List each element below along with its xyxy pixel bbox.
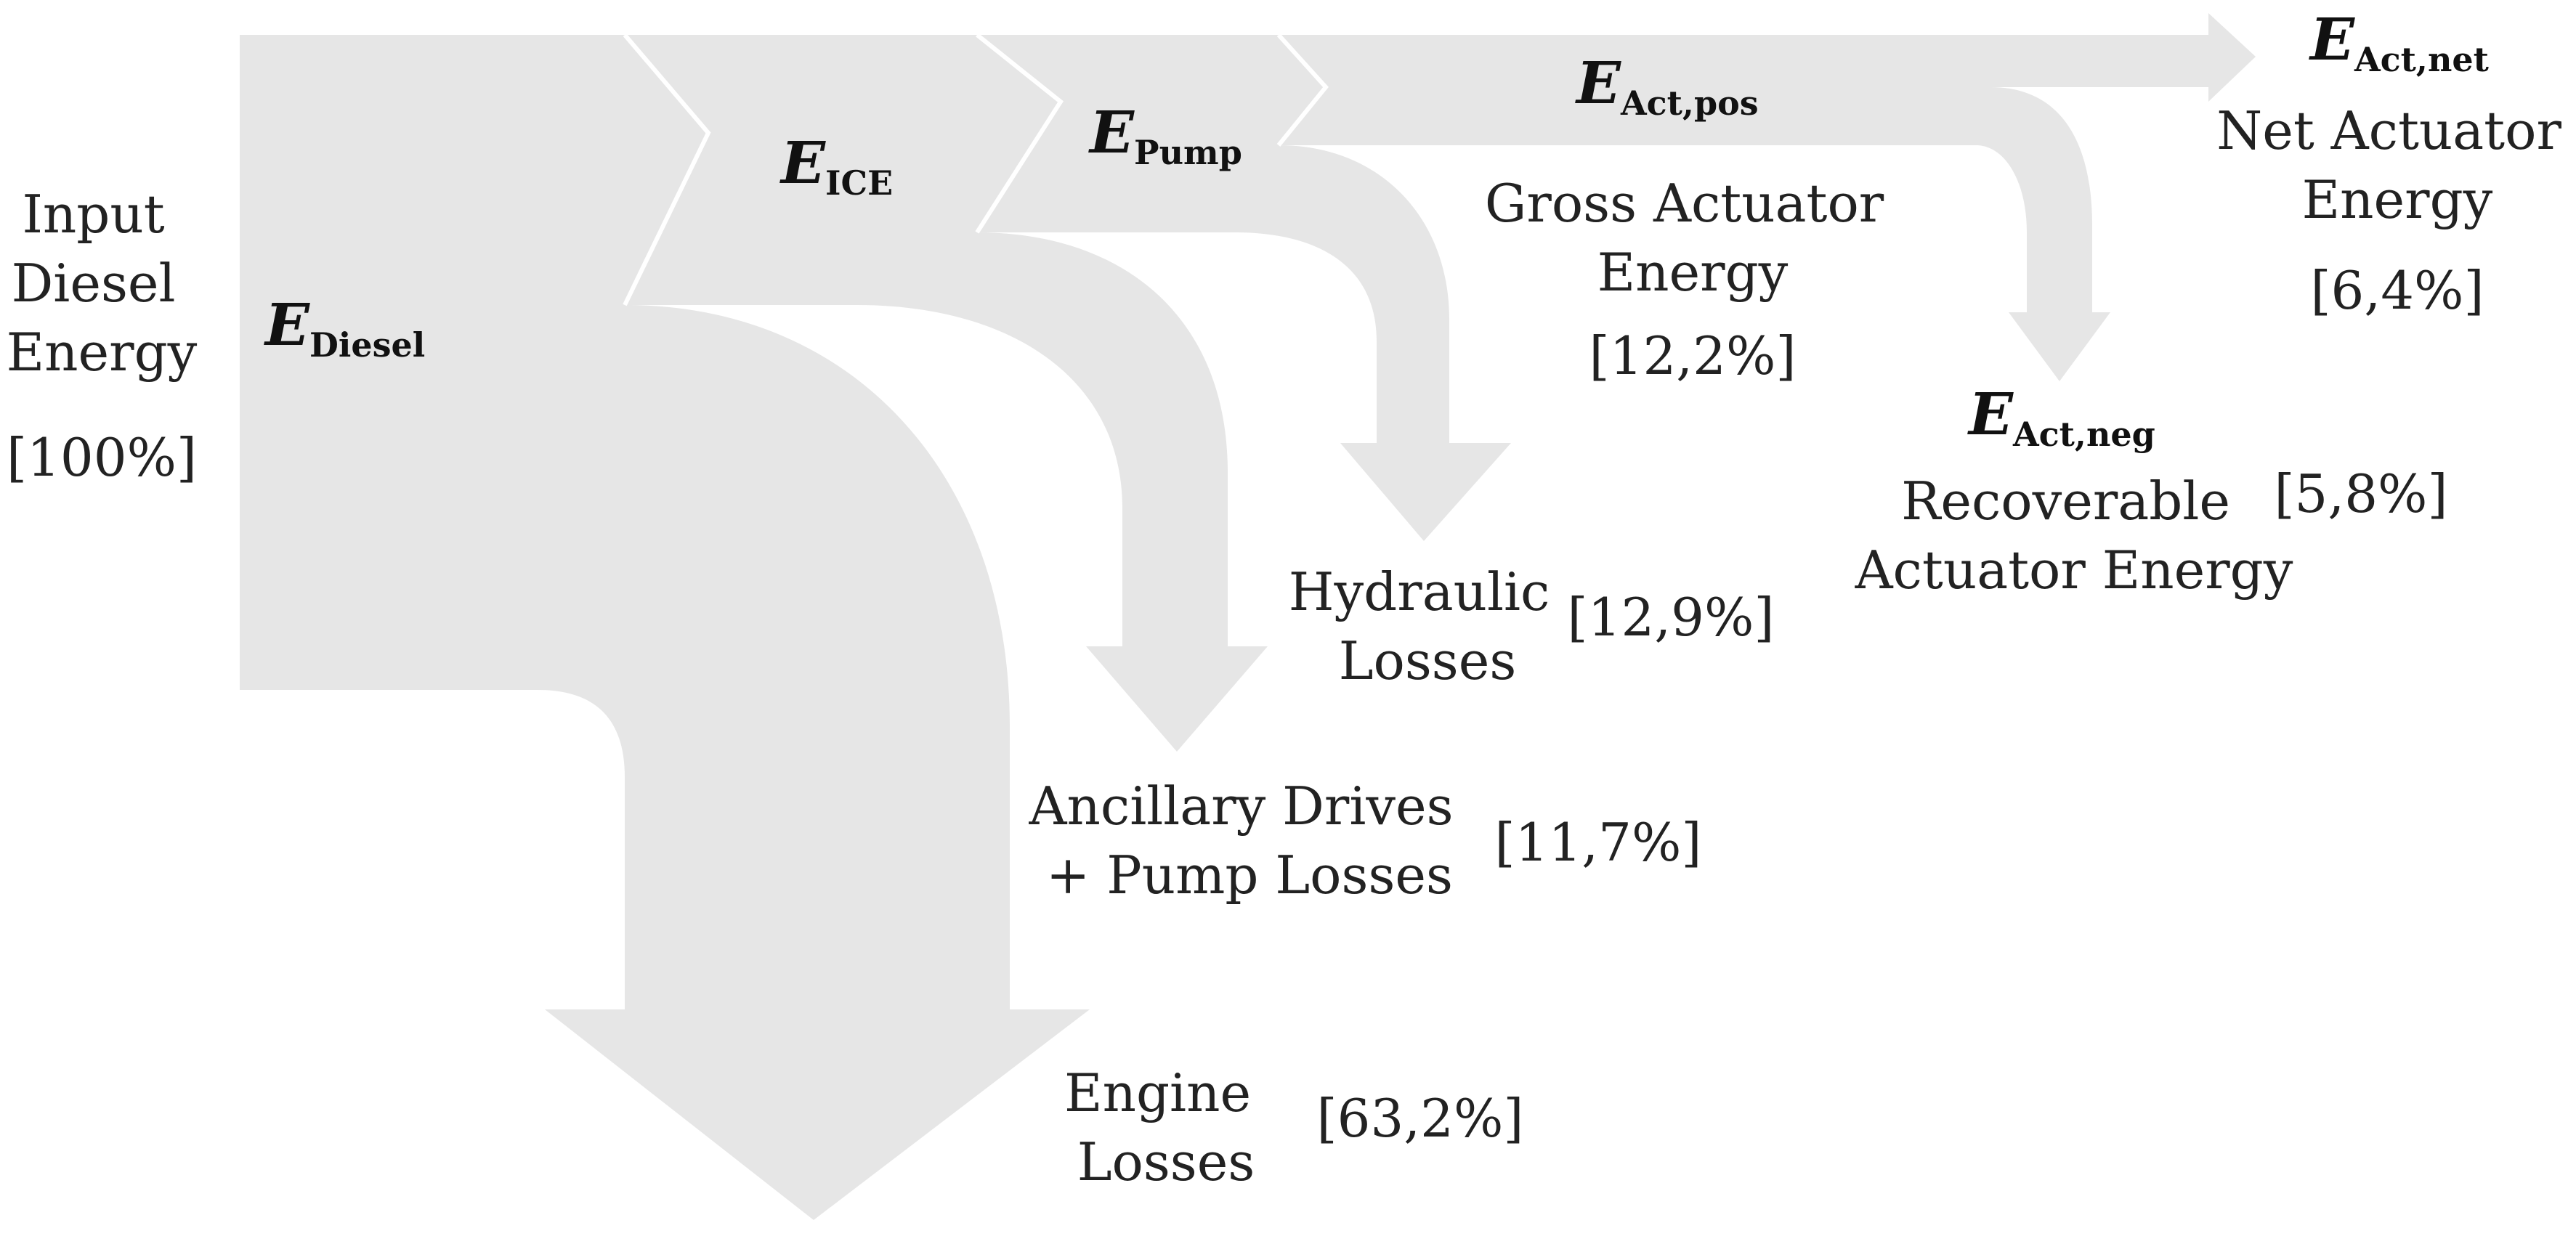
flow-actuator-recoverable xyxy=(1976,87,2110,381)
separator-ice-pump xyxy=(975,33,1064,234)
label-ancillary-pump-losses: Ancillary Drives + Pump Losses xyxy=(1029,776,1470,906)
separator-diesel-ice xyxy=(623,33,711,306)
share-gross-actuator-energy: [12,2%] xyxy=(1589,325,1797,386)
label-hydraulic-losses: Hydraulic Losses xyxy=(1289,561,1567,691)
label-input-diesel-energy: Input Diesel Energy xyxy=(7,184,198,383)
share-ancillary-pump-losses: [11,7%] xyxy=(1495,812,1702,873)
flow-pump-hydraulic-losses xyxy=(977,35,1511,541)
share-input-diesel-energy: [100%] xyxy=(7,427,197,488)
symbol-e-act-pos: EAct,pos xyxy=(1575,49,1759,123)
share-engine-losses: [63,2%] xyxy=(1317,1088,1524,1149)
share-recoverable-actuator-energy: [5,8%] xyxy=(2274,463,2447,524)
separator-pump-actuator xyxy=(1276,33,1329,147)
symbol-e-ice: EICE xyxy=(779,129,893,203)
flow-actuator-net xyxy=(1279,13,2256,145)
share-hydraulic-losses: [12,9%] xyxy=(1568,587,1775,648)
share-net-actuator-energy: [6,4%] xyxy=(2310,260,2484,321)
label-net-actuator-energy: Net Actuator Energy xyxy=(2216,100,2576,230)
flow-diesel-engine-losses xyxy=(240,35,1090,1220)
symbol-e-act-neg: EAct,neg xyxy=(1967,380,2155,454)
symbol-e-diesel: EDiesel xyxy=(264,290,425,365)
symbol-e-act-net: EAct,net xyxy=(2309,5,2490,79)
flow-ice-ancillary-losses xyxy=(625,35,1268,752)
label-gross-actuator-energy: Gross Actuator Energy xyxy=(1485,173,1900,303)
symbol-e-pump: EPump xyxy=(1088,98,1242,172)
label-recoverable-actuator-energy: Recoverable Actuator Energy xyxy=(1855,471,2293,601)
label-engine-losses: Engine Losses xyxy=(1064,1062,1268,1192)
